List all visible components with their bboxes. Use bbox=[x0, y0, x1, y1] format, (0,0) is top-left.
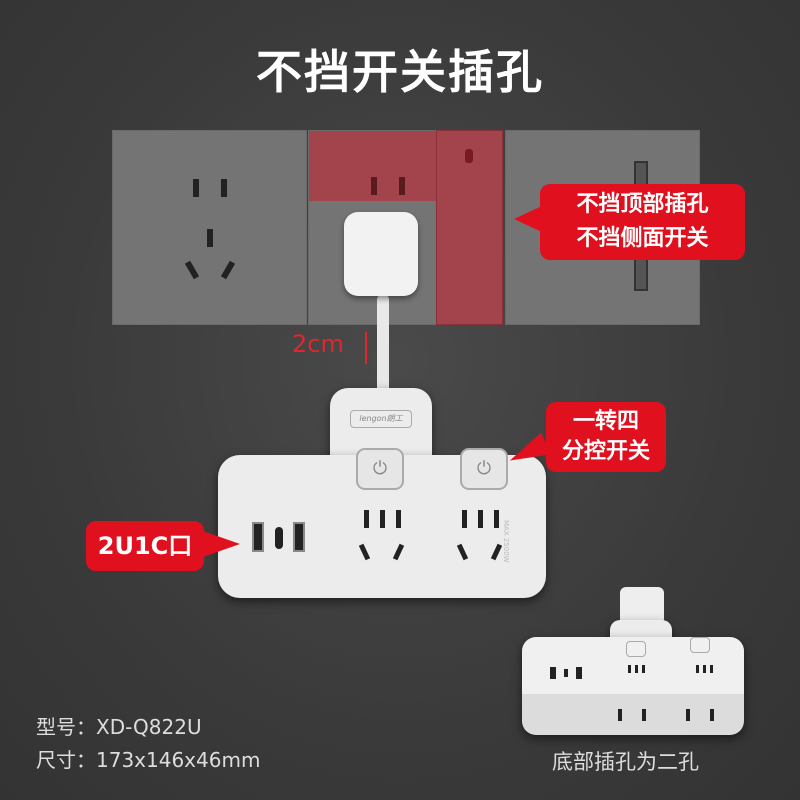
switch-button-2[interactable]: ⏻ bbox=[460, 448, 508, 490]
switch-callout-line1: 一转四 bbox=[572, 409, 639, 434]
small-plug bbox=[620, 587, 664, 625]
outlet-2 bbox=[456, 510, 506, 570]
bottom-caption: 底部插孔为二孔 bbox=[552, 750, 699, 774]
switch-callout: 一转四 分控开关 bbox=[546, 402, 666, 472]
wall-callout-line1: 不挡顶部插孔 bbox=[576, 192, 709, 217]
wall-callout-line2: 不挡侧面开关 bbox=[576, 226, 709, 251]
power-cord bbox=[377, 294, 389, 394]
outlet-1 bbox=[358, 510, 408, 570]
measure-label: 2cm bbox=[292, 330, 344, 358]
page-title: 不挡开关插孔 bbox=[256, 45, 544, 99]
wall-callout-pointer bbox=[514, 205, 544, 233]
brand-logo: lengon朗工 bbox=[350, 410, 412, 428]
usb-callout-pointer bbox=[200, 530, 240, 558]
usb-c-port bbox=[275, 527, 283, 549]
model-number: 型号：XD-Q822U bbox=[36, 715, 202, 739]
switch-button-1[interactable]: ⏻ bbox=[356, 448, 404, 490]
dimensions: 尺寸：173x146x46mm bbox=[36, 748, 261, 772]
measure-line bbox=[365, 332, 367, 364]
usb-callout: 2U1C口 bbox=[86, 521, 204, 571]
wall-socket-left bbox=[112, 130, 307, 325]
wall-callout: 不挡顶部插孔 不挡侧面开关 bbox=[540, 184, 745, 260]
usb-a-port bbox=[293, 522, 305, 552]
switch-callout-line2: 分控开关 bbox=[561, 439, 650, 464]
flat-plug bbox=[344, 212, 418, 296]
usb-a-port bbox=[252, 522, 264, 552]
wall-switch bbox=[436, 130, 503, 325]
small-power-strip bbox=[522, 637, 744, 735]
